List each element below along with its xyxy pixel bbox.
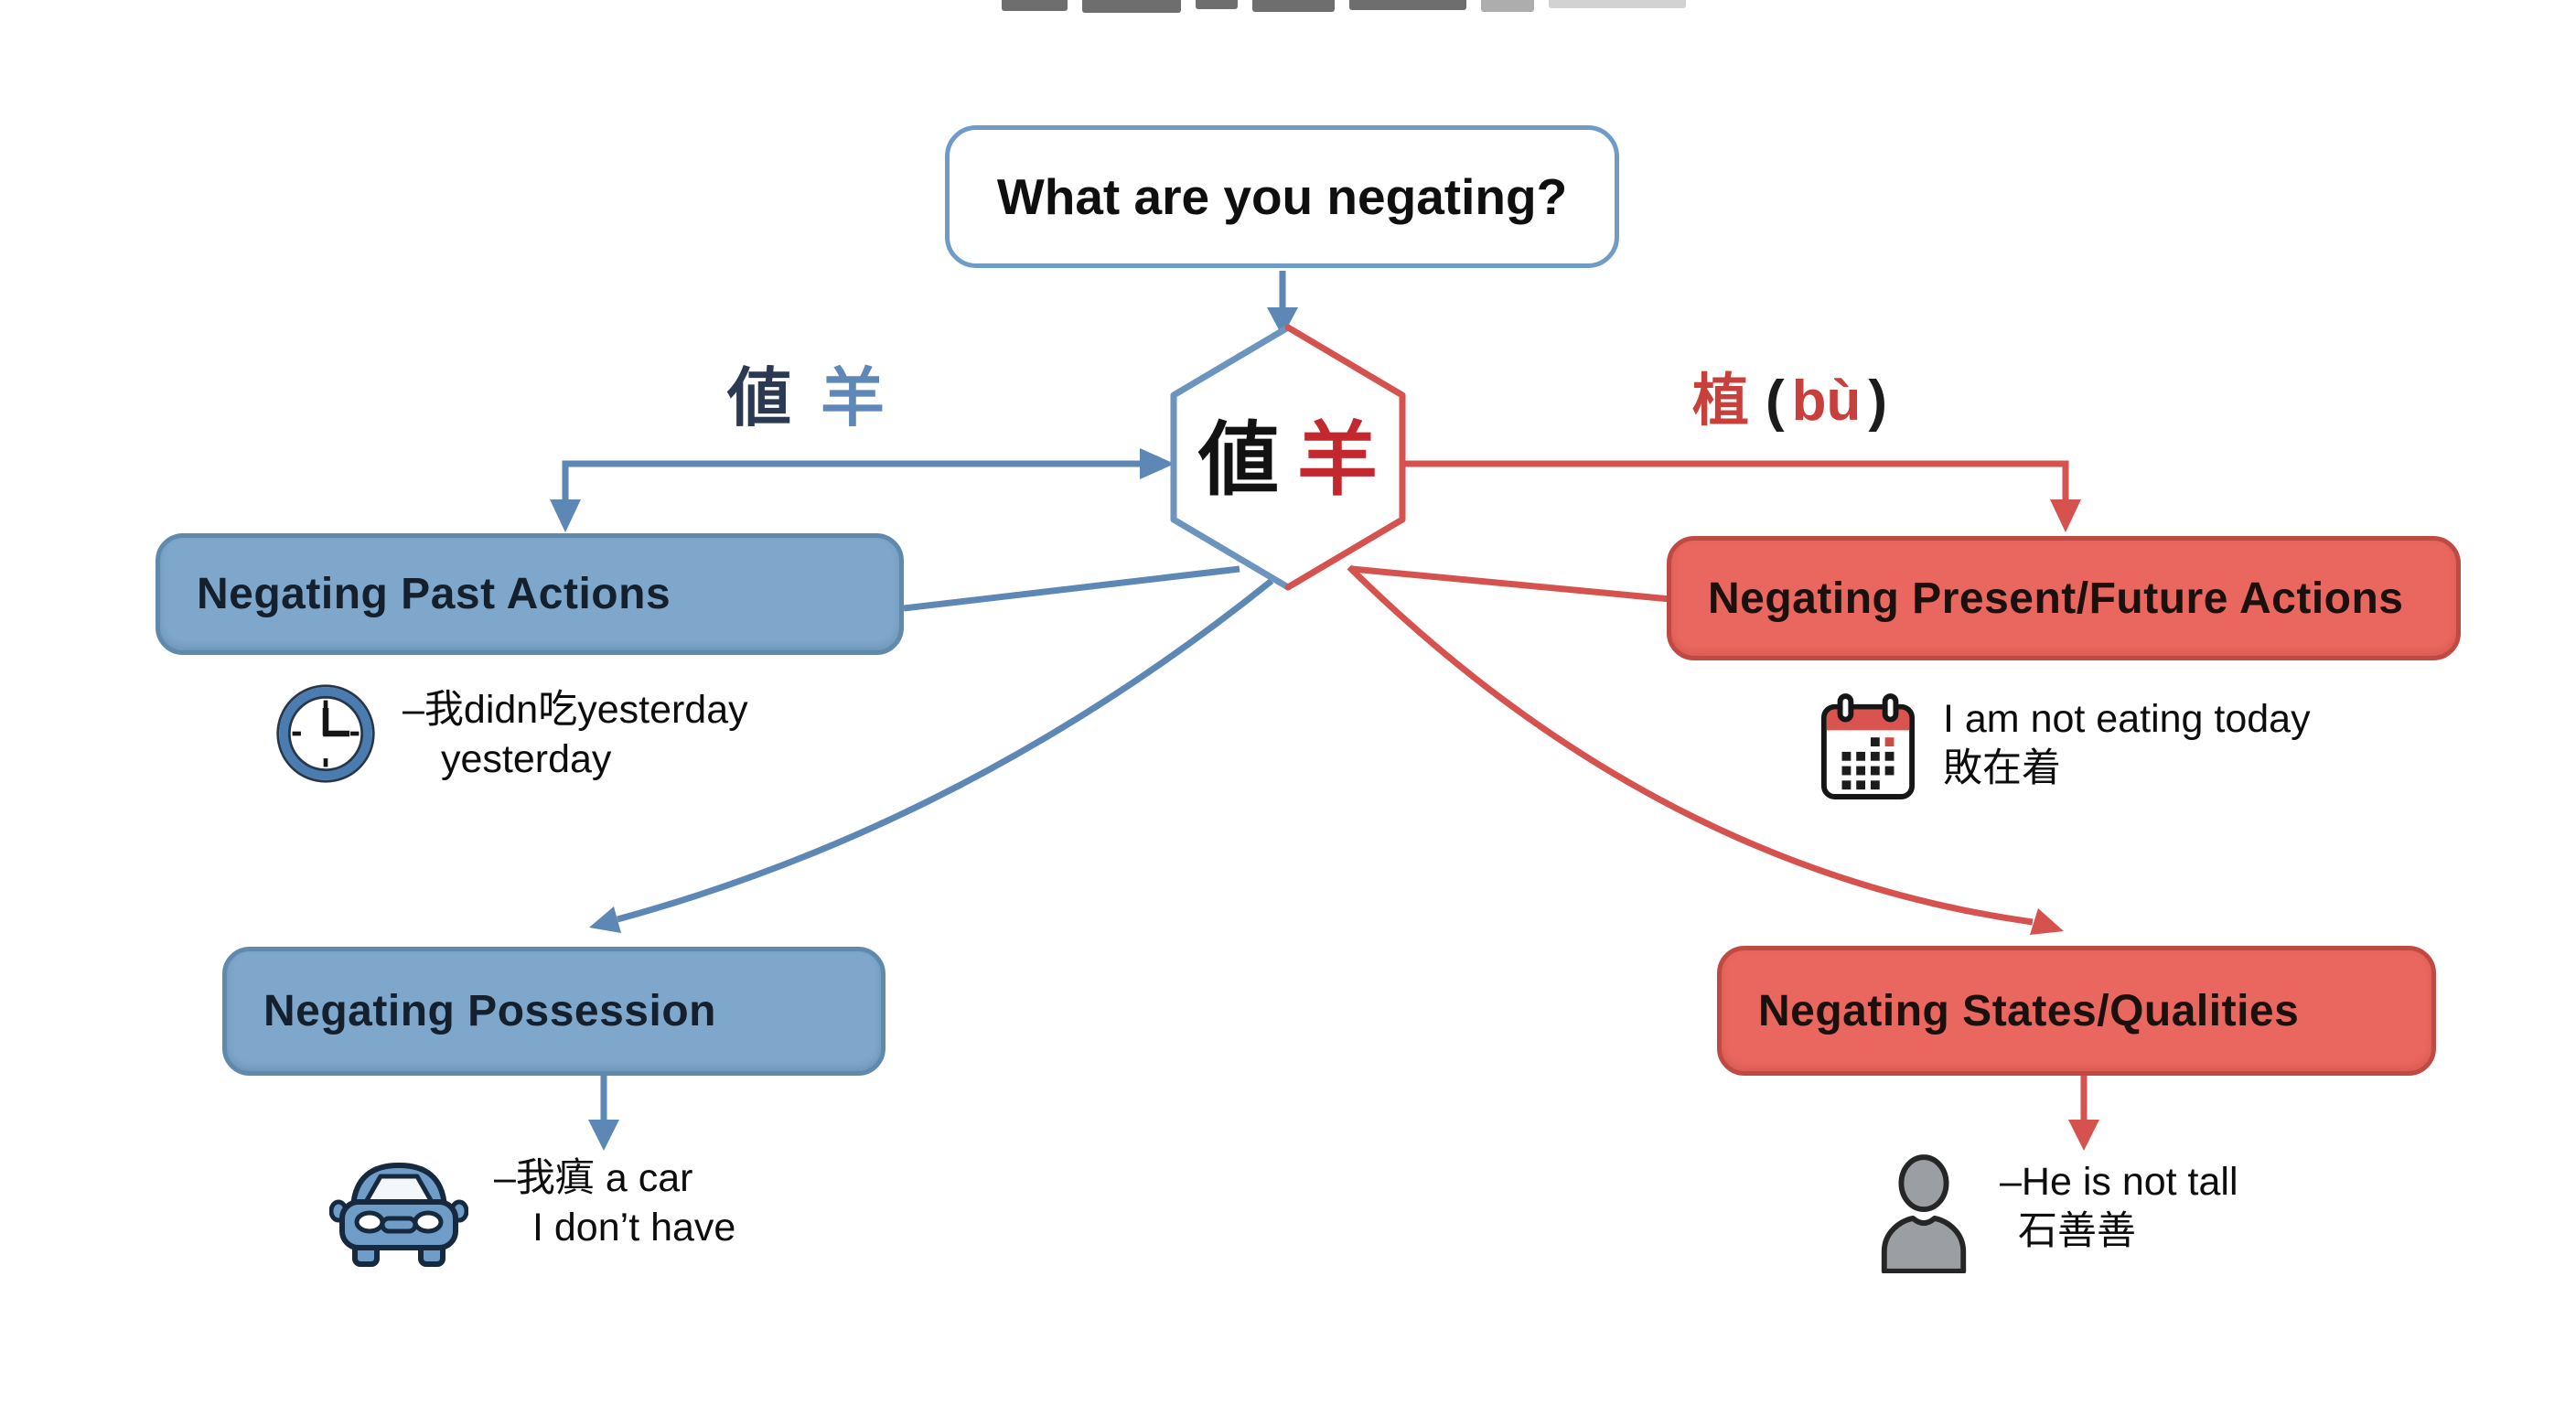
example-text: –He is not tall 石善善 [2000, 1154, 2238, 1257]
node-negating-states-qualities: Negating States/Qualities [1717, 946, 2436, 1076]
example-line-2: yesterday [441, 736, 612, 781]
mei-char-1: 値 [727, 362, 791, 434]
node-label: Negating Possession [263, 987, 716, 1035]
mei-char-2: 羊 [821, 362, 885, 434]
arrow-title-to-hexagon [1267, 271, 1298, 337]
example-present-future: I am not eating today 敗在着 [1819, 692, 2311, 803]
node-label: Negating Present/Future Actions [1708, 574, 2404, 623]
bu-open-paren: ( [1766, 370, 1785, 433]
example-line-1: –He is not tall [2000, 1160, 2238, 1204]
line-hexagon-to-present [1351, 565, 1671, 603]
example-line-1: –我瘨 a car [494, 1156, 693, 1200]
example-possession: –我瘨 a car I don’t have [329, 1151, 735, 1270]
question-text: What are you negating? [996, 168, 1568, 225]
hexagon-negator-black: 値 [1197, 414, 1279, 505]
node-negating-present-future: Negating Present/Future Actions [1667, 536, 2461, 660]
bu-close-paren: ) [1868, 370, 1888, 433]
car-icon [329, 1163, 468, 1267]
example-text: I am not eating today 敗在着 [1943, 692, 2311, 794]
node-negating-possession: Negating Possession [222, 947, 886, 1076]
cropped-text-artifact [1002, 0, 1686, 14]
mei-branch-label: 値 羊 [727, 366, 885, 430]
arrow-mei-elbow [550, 448, 1175, 532]
bu-branch-label: 植 (bù) [1692, 373, 1887, 430]
example-line-2: 敗在着 [1943, 745, 2061, 790]
hexagon-negator-red: 羊 [1297, 414, 1379, 505]
example-states-qualities: –He is not tall 石善善 [1873, 1154, 2238, 1273]
example-text: –我didn吃yesterday yesterday [402, 682, 748, 785]
arrow-hexagon-to-states [1347, 564, 2064, 935]
example-text: –我瘨 a car I don’t have [494, 1151, 735, 1253]
arrow-hexagon-to-possession [589, 578, 1274, 933]
arrow-states-to-example [2068, 1076, 2099, 1151]
person-icon [1881, 1154, 1967, 1273]
bu-char: 植 [1692, 370, 1750, 433]
example-line-1: I am not eating today [1943, 697, 2311, 741]
bu-pinyin: bù [1791, 370, 1862, 433]
example-line-2: 石善善 [2018, 1208, 2136, 1253]
example-past-actions: –我didn吃yesterday yesterday [274, 682, 748, 785]
hexagon-label: 値 羊 [1174, 400, 1402, 520]
node-label: Negating Past Actions [197, 570, 671, 618]
clock-icon [276, 684, 375, 783]
question-node: What are you negating? [945, 125, 1619, 268]
node-label: Negating States/Qualities [1758, 986, 2300, 1035]
arrow-possession-to-example [588, 1076, 619, 1151]
node-negating-past-actions: Negating Past Actions [156, 533, 904, 655]
hexagon-node [1170, 324, 1406, 591]
line-past-to-hexagon [903, 565, 1240, 612]
example-line-2: I don’t have [532, 1205, 736, 1249]
example-line-1: –我didn吃yesterday [402, 688, 748, 732]
arrow-bu-elbow [1405, 460, 2081, 532]
calendar-icon [1820, 693, 1916, 799]
